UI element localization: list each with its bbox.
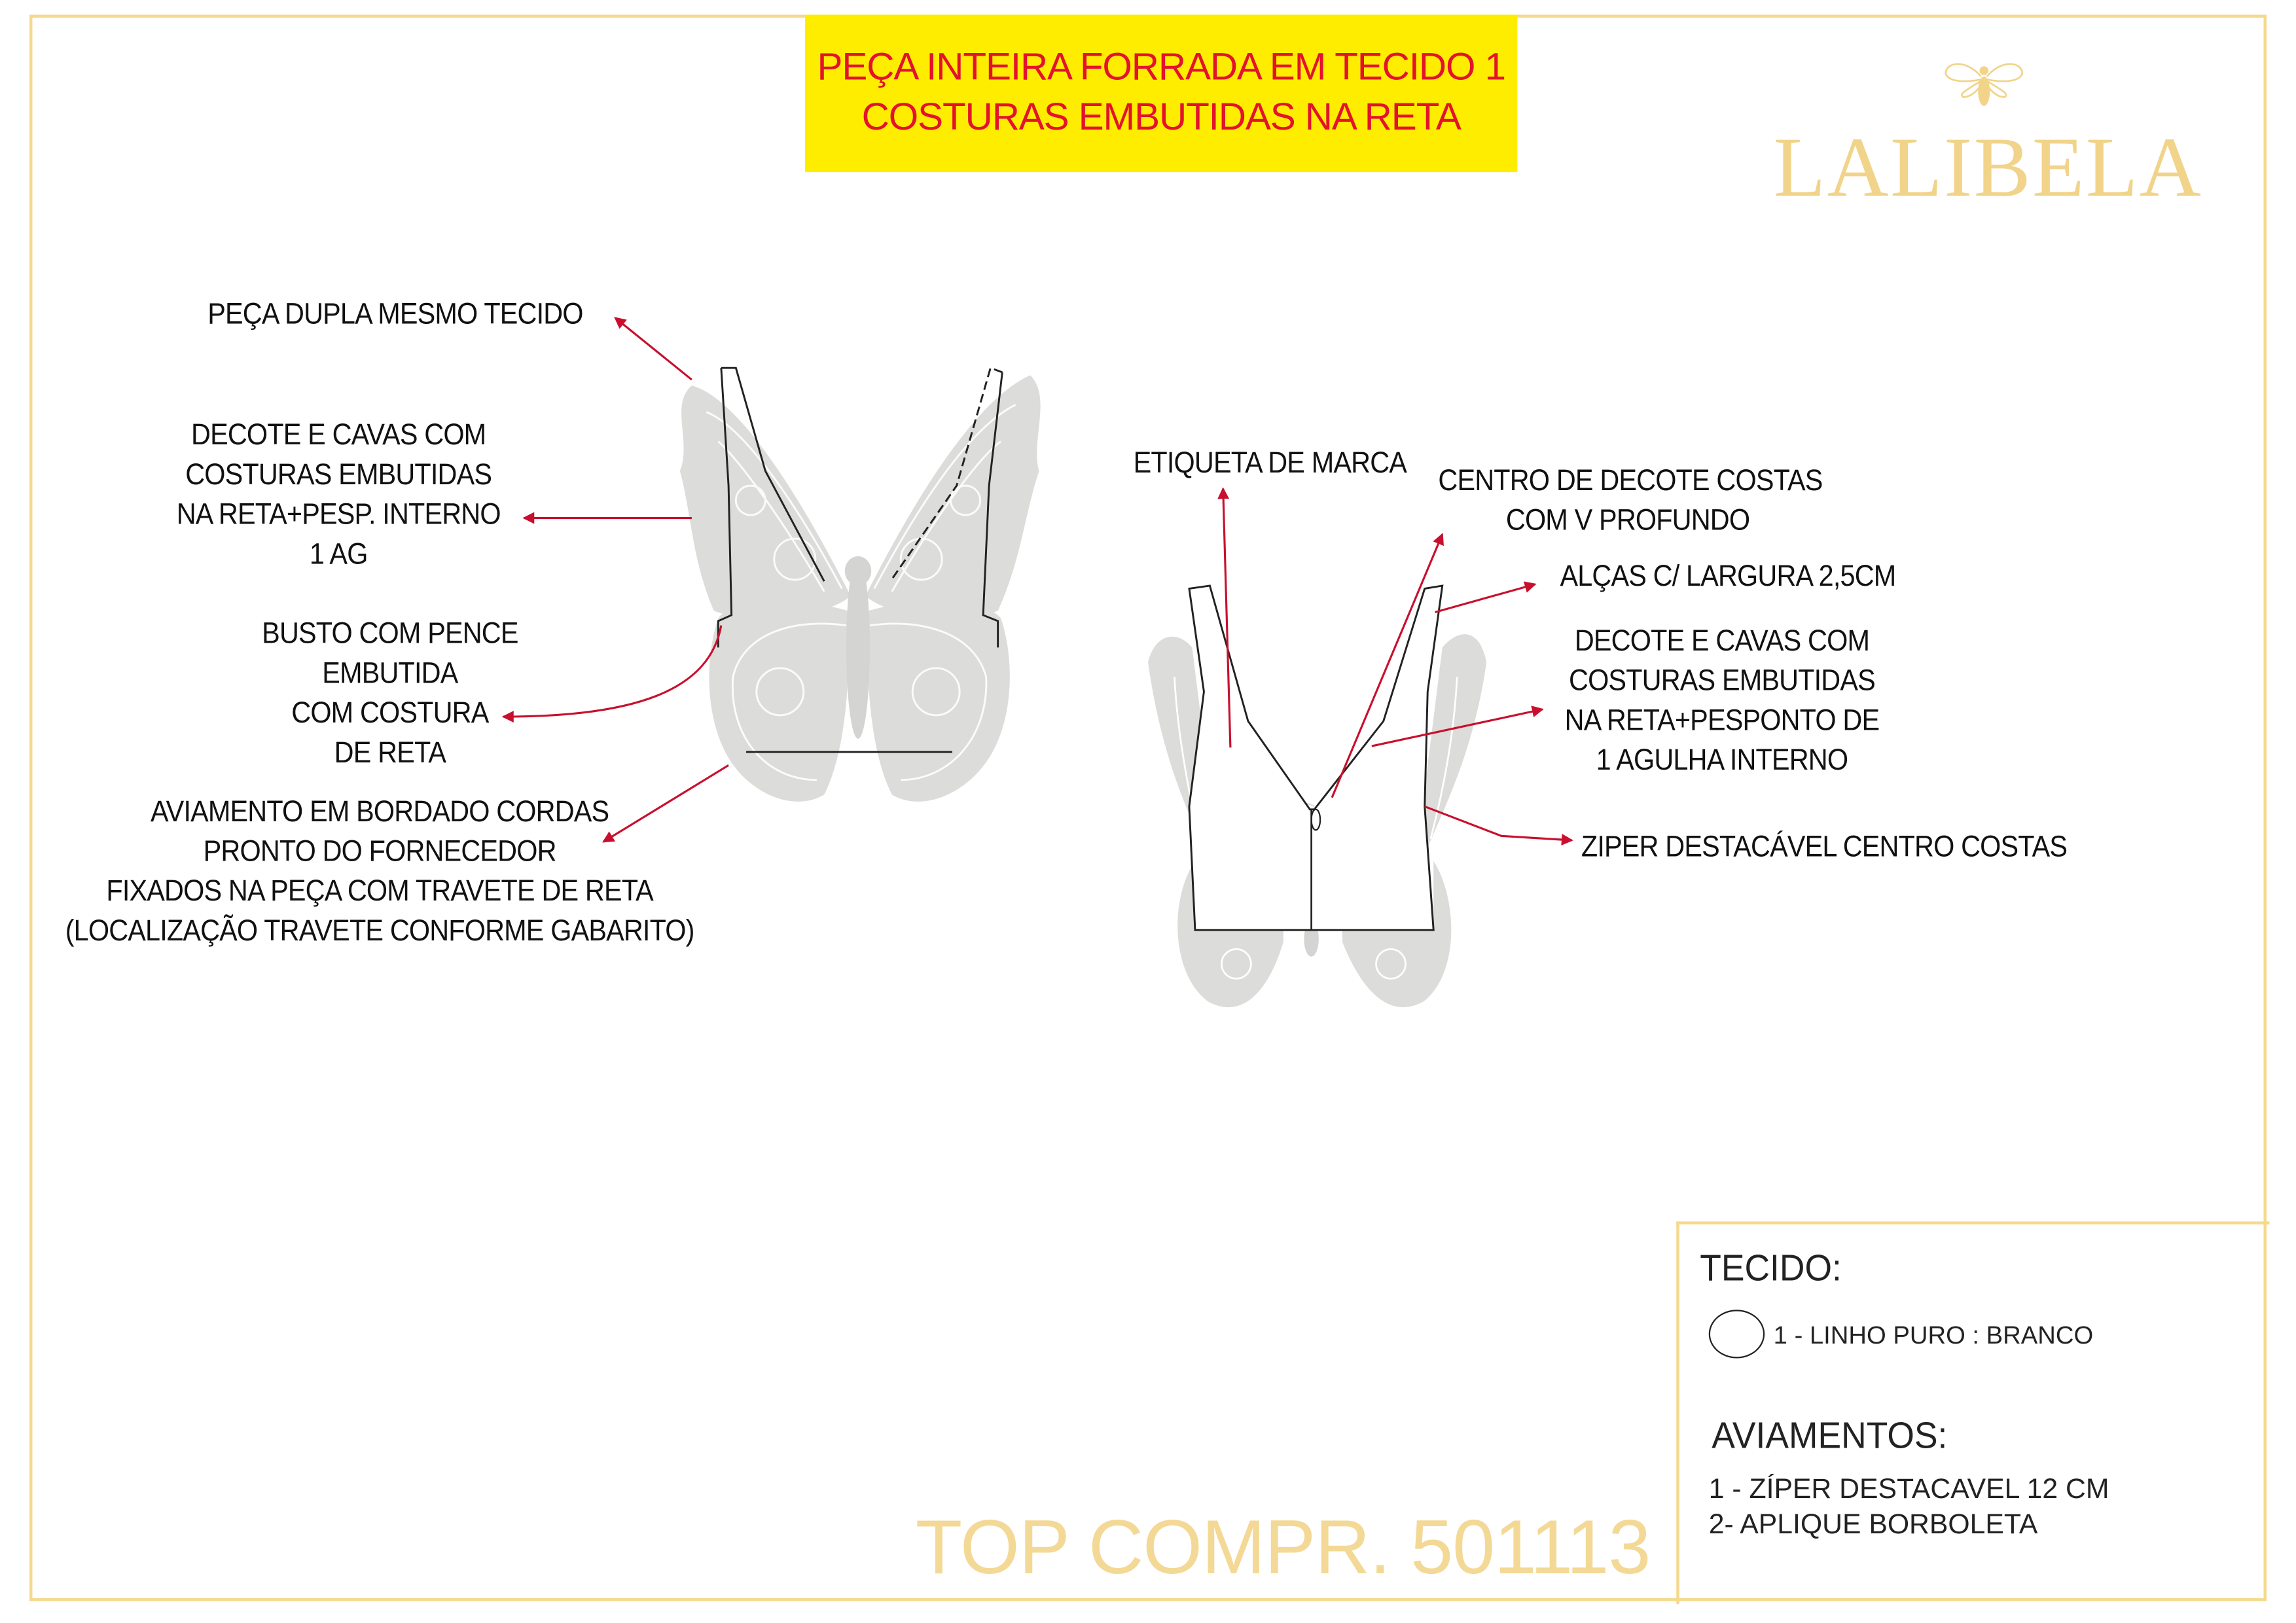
materials-box: TECIDO: 1 - LINHO PURO : BRANCO AVIAMENT… [1676, 1221, 2270, 1605]
note-line: PRONTO DO FORNECEDOR [203, 836, 557, 868]
front-butterfly-applique [679, 375, 1041, 802]
note-line: COM COSTURA [291, 697, 489, 730]
note-line: (LOCALIZAÇÃO TRAVETE CONFORME GABARITO) [65, 915, 695, 948]
trims-title: AVIAMENTOS: [1712, 1416, 1948, 1457]
model-code: TOP COMPR. 501113 [915, 1505, 1651, 1591]
brand-logo: LALIBELA [1773, 119, 2203, 215]
note-double-piece: PEÇA DUPLA MESMO TECIDO [207, 298, 583, 331]
note-line: COSTURAS EMBUTIDAS [185, 459, 492, 492]
back-butterfly-applique [1147, 634, 1487, 1008]
note-line: DE RETA [334, 737, 446, 770]
note-line: 1 AGULHA INTERNO [1596, 744, 1848, 777]
front-garment-outline [717, 366, 1003, 753]
note-line: NA RETA+PESP. INTERNO [176, 499, 501, 531]
note-line: AVIAMENTO EM BORDADO CORDAS [150, 796, 609, 829]
bee-icon [1945, 63, 2024, 106]
note-front-neckline: DECOTE E CAVAS COM COSTURAS EMBUTIDAS NA… [156, 416, 522, 575]
note-line: FIXADOS NA PEÇA COM TRAVETE DE RETA [106, 875, 653, 908]
note-back-neckline: DECOTE E CAVAS COM COSTURAS EMBUTIDAS NA… [1546, 622, 1898, 781]
note-line: DECOTE E CAVAS COM [1574, 625, 1870, 658]
note-brand-label: ETIQUETA DE MARCA [1133, 447, 1407, 480]
banner-line-1: PEÇA INTEIRA FORRADA EM TECIDO 1 [817, 44, 1506, 88]
annotation-arrows [501, 317, 1573, 846]
note-line: COM V PROFUNDO [1505, 505, 1750, 537]
note-line: BUSTO COM PENCE [262, 618, 518, 651]
note-line: EMBUTIDA [322, 658, 458, 690]
note-line: COSTURAS EMBUTIDAS [1569, 665, 1876, 698]
fabric-title: TECIDO: [1700, 1247, 1842, 1289]
note-zipper: ZIPER DESTACÁVEL CENTRO COSTAS [1581, 831, 2068, 864]
note-line: CENTRO DE DECOTE COSTAS [1438, 465, 1823, 498]
note-back-center: CENTRO DE DECOTE COSTAS COM V PROFUNDO [1438, 462, 1823, 541]
note-bust: BUSTO COM PENCE EMBUTIDA COM COSTURA DE … [255, 615, 526, 774]
note-trim: AVIAMENTO EM BORDADO CORDAS PRONTO DO FO… [58, 793, 702, 952]
fabric-item: 1 - LINHO PURO : BRANCO [1773, 1321, 2094, 1350]
note-line: NA RETA+PESPONTO DE [1564, 705, 1880, 738]
back-garment-outline [1188, 584, 1444, 931]
note-line: DECOTE E CAVAS COM [191, 419, 486, 452]
note-straps: ALÇAS C/ LARGURA 2,5CM [1560, 560, 1896, 594]
trim-item: 2- APLIQUE BORBOLETA [1708, 1510, 2038, 1541]
fabric-swatch-circle [1708, 1310, 1765, 1359]
header-banner: PEÇA INTEIRA FORRADA EM TECIDO 1 COSTURA… [805, 14, 1518, 173]
banner-line-2: COSTURAS EMBUTIDAS NA RETA [861, 94, 1462, 139]
note-line: 1 AG [309, 539, 368, 571]
trim-item: 1 - ZÍPER DESTACAVEL 12 CM [1708, 1474, 2109, 1506]
